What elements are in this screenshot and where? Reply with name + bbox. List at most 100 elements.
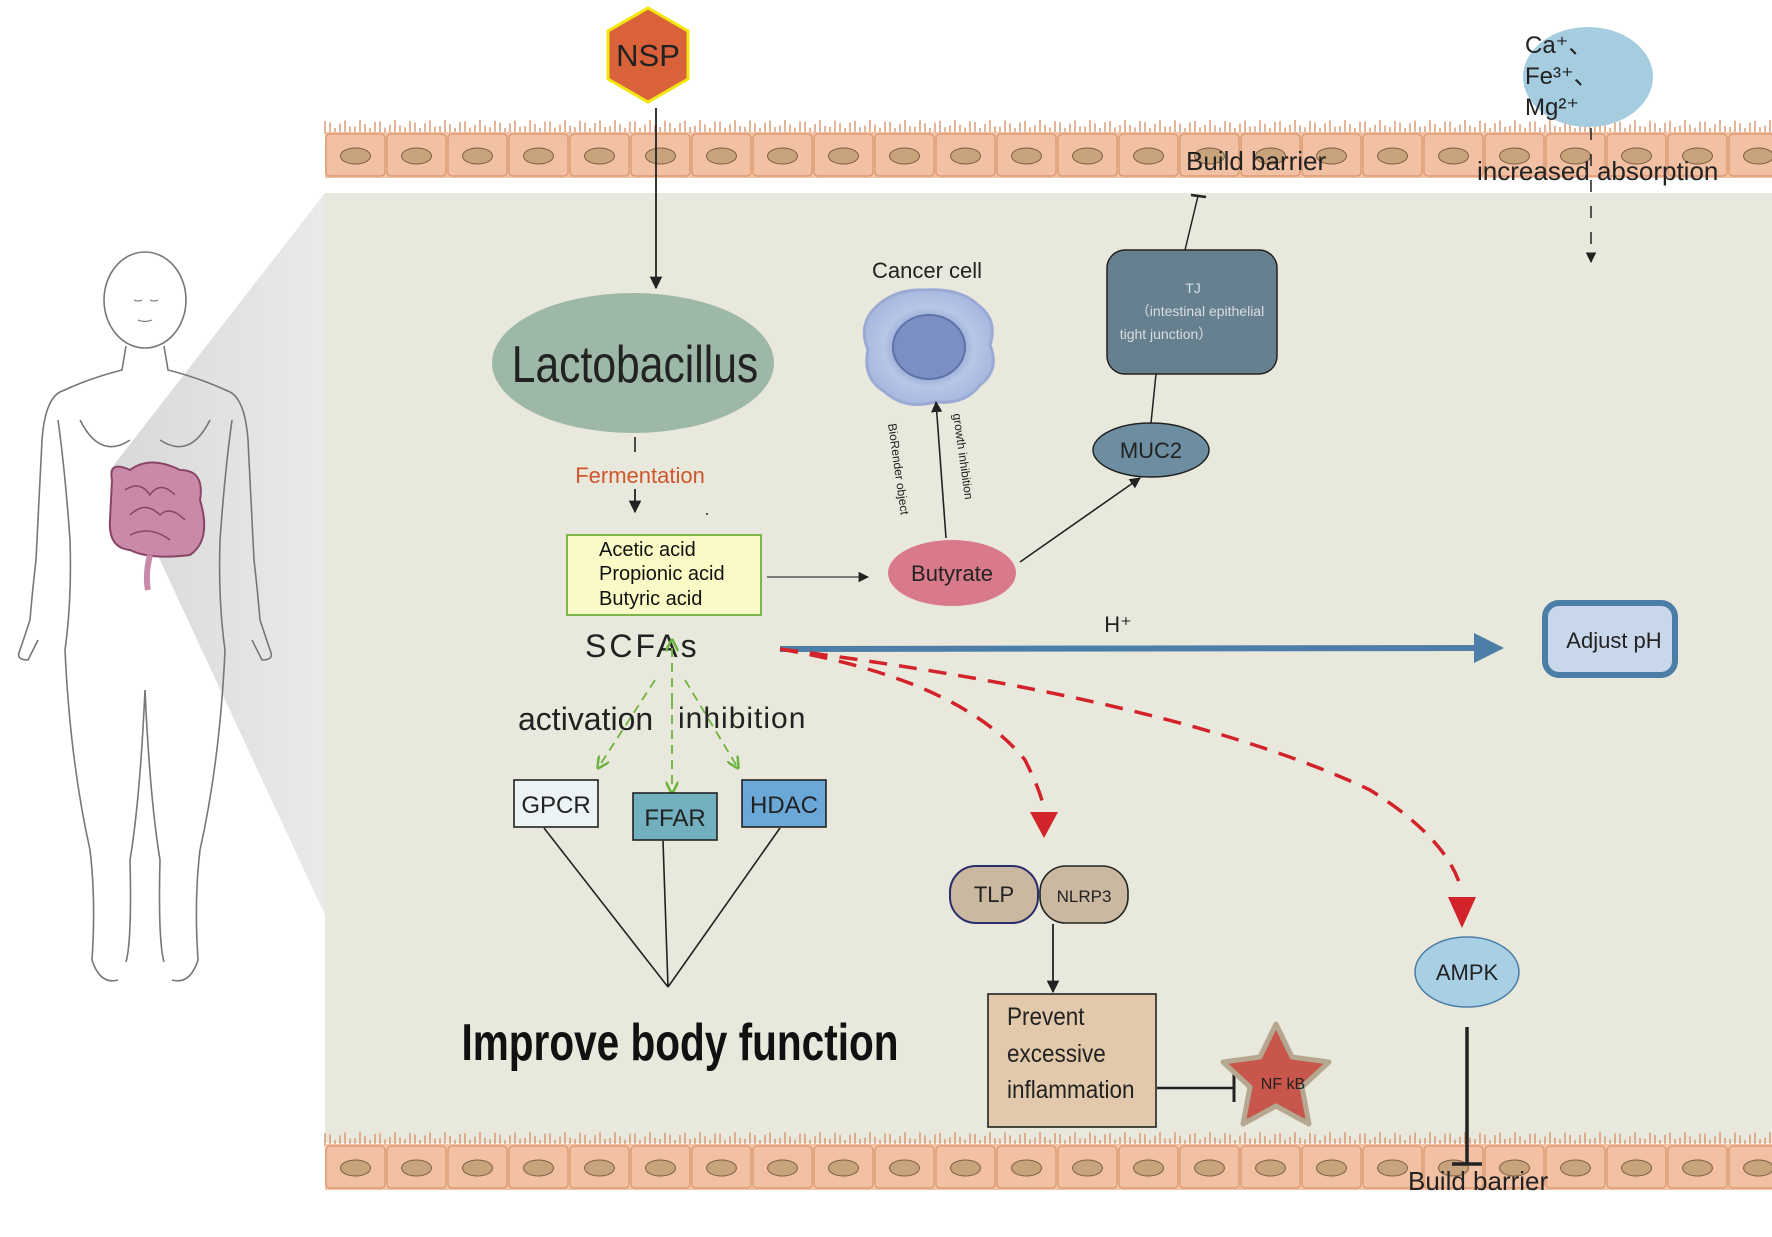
red-arrowhead-ampk — [1448, 897, 1476, 928]
acid-acetic: Acetic acid — [599, 539, 696, 561]
butyrate-to-muc2-arrow — [1019, 477, 1141, 563]
convergence-lines — [543, 827, 781, 988]
tj-line-2: （intestinal epithelial — [1136, 303, 1264, 319]
build-barrier-top-label: Build barrier — [1186, 146, 1327, 176]
cell-nucleus — [1133, 147, 1164, 165]
cell-nucleus — [706, 1159, 737, 1177]
tj-barrier-bar — [1190, 193, 1207, 199]
ffar-label: FFAR — [644, 805, 705, 832]
tj-line-1: TJ — [1185, 280, 1201, 296]
cell-nucleus — [584, 147, 615, 165]
cell-nucleus — [462, 1159, 493, 1177]
lactobacillus-node: Lactobacillus — [492, 293, 774, 433]
ion-fe: Fe³⁺、 — [1525, 63, 1598, 90]
prevent-inflammation-node: Prevent excessive inflammation — [987, 993, 1157, 1128]
muc2-label: MUC2 — [1120, 438, 1182, 463]
green-arrow-to-gpcr — [598, 679, 656, 768]
cell-nucleus — [1194, 1159, 1225, 1177]
cell-nucleus — [889, 1159, 920, 1177]
cancer-cell-label: Cancer cell — [872, 258, 982, 283]
cell-nucleus — [1560, 1159, 1591, 1177]
build-barrier-bottom-label: Build barrier — [1408, 1166, 1549, 1196]
cell-nucleus — [1316, 147, 1347, 165]
tj-to-barrier-inhibit — [1184, 195, 1199, 251]
ampk-node: AMPK — [1414, 936, 1520, 1008]
scfa-acids-box: Acetic acid Propionic acid Butyric acid — [566, 534, 762, 616]
cell-nucleus — [584, 1159, 615, 1177]
cell-nucleus — [950, 1159, 981, 1177]
acid-butyric: Butyric acid — [599, 588, 702, 610]
cell-nucleus — [1743, 1159, 1772, 1177]
cell-nucleus — [523, 1159, 554, 1177]
ampk-label: AMPK — [1436, 960, 1499, 985]
cell-nucleus — [1194, 147, 1225, 165]
cell-nucleus — [828, 1159, 859, 1177]
cell-nucleus — [767, 147, 798, 165]
cell-nucleus — [1255, 147, 1286, 165]
adjust-ph-label: Adjust pH — [1566, 628, 1661, 653]
tj-line-3: tight junction） — [1120, 326, 1213, 342]
cell-nucleus — [767, 1159, 798, 1177]
human-body-icon — [17, 251, 273, 982]
cell-nucleus — [828, 147, 859, 165]
cell-nucleus — [1438, 147, 1469, 165]
nfkb-star-node: NF kB — [1220, 1021, 1332, 1127]
cell-nucleus — [1621, 147, 1652, 165]
fermentation-label: Fermentation — [575, 463, 705, 488]
cell-nucleus — [401, 147, 432, 165]
biorender-arrow — [931, 400, 947, 539]
cell-nucleus — [645, 147, 676, 165]
ffar-node: FFAR — [632, 792, 718, 841]
hdac-node: HDAC — [741, 779, 827, 828]
gpcr-label: GPCR — [521, 792, 590, 819]
cell-nucleus — [1499, 1159, 1530, 1177]
red-arrow-to-tlp — [779, 647, 1045, 806]
cell-nucleus — [706, 147, 737, 165]
prevent-line-2: excessive — [1007, 1040, 1106, 1068]
nsp-label: NSP — [616, 38, 680, 73]
increased-absorption-label: increased absorption — [1477, 156, 1718, 186]
ion-mg: Mg²⁺ — [1525, 94, 1579, 121]
cell-nucleus — [340, 1159, 371, 1177]
cell-nucleus — [1011, 147, 1042, 165]
ions-node: Ca⁺、 Fe³⁺、 Mg²⁺ — [1523, 27, 1653, 127]
butyrate-node: Butyrate — [888, 540, 1016, 606]
tight-junction-node: TJ （intestinal epithelial tight junction… — [1106, 249, 1278, 375]
acid-propionic: Propionic acid — [599, 563, 725, 585]
lactobacillus-label: Lactobacillus — [512, 336, 759, 394]
activation-label: activation — [518, 701, 653, 737]
cell-nucleus — [950, 147, 981, 165]
nsp-node: NSP — [606, 6, 690, 104]
scfas-label: SCFAs — [585, 628, 700, 664]
improve-body-function-label: Improve body function — [461, 1013, 898, 1071]
stray-dot — [706, 513, 708, 515]
cancer-cell-icon — [862, 288, 995, 406]
cell-nucleus — [1743, 147, 1772, 165]
zoom-cone — [110, 193, 325, 915]
cell-nucleus — [1133, 1159, 1164, 1177]
muc2-to-tj-line — [1150, 373, 1157, 424]
epithelium-top-layer — [324, 120, 1772, 178]
tlp-label: TLP — [974, 882, 1014, 907]
epithelium-bottom-layer — [324, 1132, 1772, 1190]
nlrp3-label: NLRP3 — [1057, 887, 1112, 906]
cell-nucleus — [1072, 1159, 1103, 1177]
cell-nucleus — [1621, 1159, 1652, 1177]
hdac-label: HDAC — [750, 792, 818, 819]
cell-nucleus — [1499, 147, 1530, 165]
cell-nucleus — [1255, 1159, 1286, 1177]
cell-nucleus — [401, 1159, 432, 1177]
cell-nucleus — [1011, 1159, 1042, 1177]
prevent-line-3: inflammation — [1007, 1076, 1134, 1104]
tlp-node: TLP — [949, 865, 1039, 924]
gpcr-node: GPCR — [513, 779, 599, 828]
ion-ca: Ca⁺、 — [1525, 32, 1592, 59]
cell-nucleus — [1682, 147, 1713, 165]
scfa-to-ph-arrow — [779, 633, 1504, 664]
cell-nucleus — [1377, 1159, 1408, 1177]
inhibition-label: inhibition — [678, 702, 806, 735]
cell-nucleus — [523, 147, 554, 165]
cell-nucleus — [1682, 1159, 1713, 1177]
cell-nucleus — [889, 147, 920, 165]
h-plus-label: H⁺ — [1104, 612, 1132, 637]
